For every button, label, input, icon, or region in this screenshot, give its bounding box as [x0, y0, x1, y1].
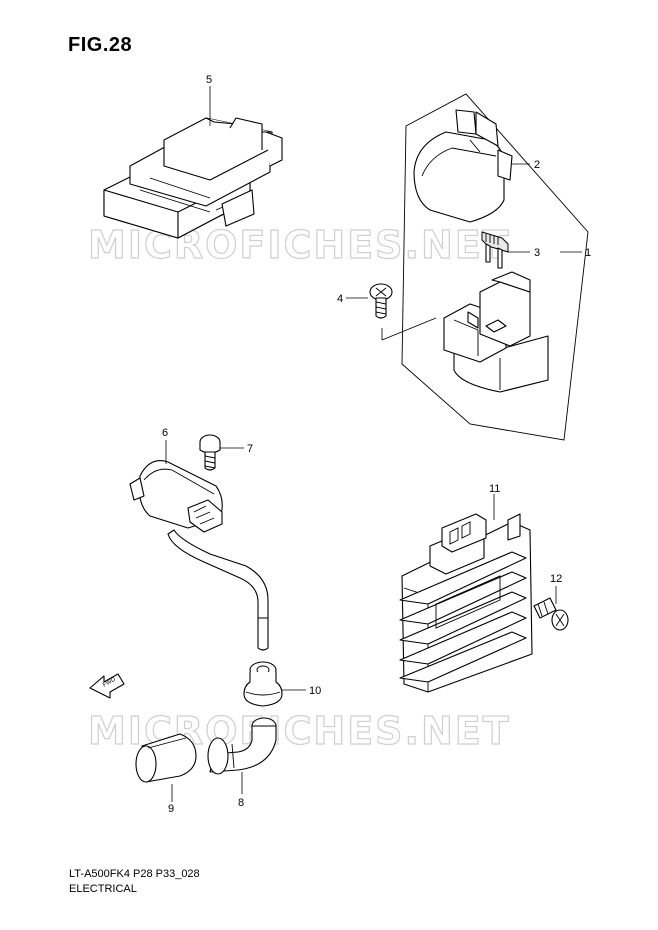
part-4-leader-dash — [381, 317, 437, 341]
callout-6[interactable]: 6 — [162, 427, 168, 439]
part-7-bolt[interactable] — [199, 434, 221, 471]
fwd-arrow-icon: FWD — [89, 673, 125, 699]
model-code: LT-A500FK4 P28 P33_028 — [69, 868, 200, 880]
figure-title: FIG.28 — [68, 34, 133, 56]
callout-9[interactable]: 9 — [168, 803, 174, 815]
part-11-regulator-rectifier[interactable] — [399, 513, 533, 693]
callout-12[interactable]: 12 — [550, 573, 562, 585]
callout-11[interactable]: 11 — [489, 483, 500, 495]
part-8-plug-cap[interactable] — [207, 717, 277, 775]
callout-3[interactable]: 3 — [534, 247, 540, 259]
category-label: ELECTRICAL — [69, 883, 137, 895]
callout-2[interactable]: 2 — [534, 159, 540, 171]
part-4-bolt[interactable] — [369, 283, 393, 319]
part-6-ignition-coil[interactable] — [129, 460, 269, 651]
part-9-cover-cap[interactable] — [135, 733, 197, 783]
callout-1[interactable]: 1 — [585, 247, 591, 259]
part-12-bolt[interactable] — [533, 597, 569, 631]
callout-5[interactable]: 5 — [206, 74, 212, 86]
part-1-group-frame — [401, 93, 589, 441]
part-1-starter-relay[interactable] — [443, 271, 549, 393]
callout-10[interactable]: 10 — [309, 685, 321, 697]
part-5-ecu-connector[interactable] — [103, 117, 283, 239]
callout-8[interactable]: 8 — [238, 797, 244, 809]
callout-7[interactable]: 7 — [247, 443, 253, 455]
part-10-grommet[interactable] — [243, 661, 283, 707]
callout-4[interactable]: 4 — [337, 293, 343, 305]
part-2-relay-cover[interactable] — [413, 109, 513, 223]
